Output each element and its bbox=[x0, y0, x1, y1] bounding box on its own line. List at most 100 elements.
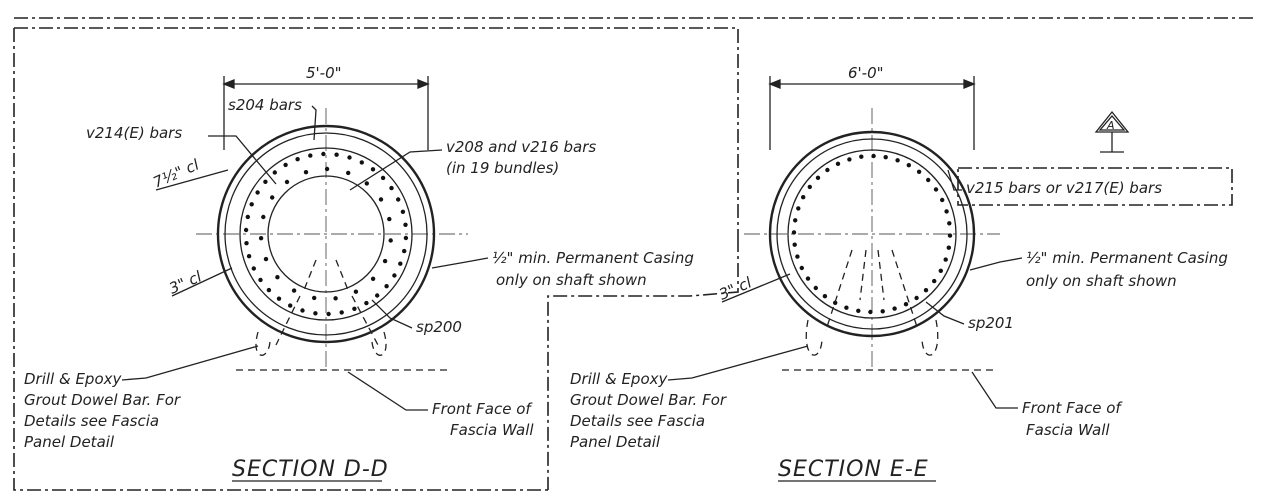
section-d-bundle-bar bbox=[353, 289, 359, 294]
section-e-shaft bbox=[744, 108, 1000, 368]
section-e-bar bbox=[795, 254, 800, 259]
svg-text:Fascia Wall: Fascia Wall bbox=[450, 421, 534, 439]
section-e-diameter-label: 6'-0" bbox=[848, 64, 884, 82]
section-d-dowel-hook-right bbox=[371, 331, 387, 356]
section-e-bar bbox=[796, 206, 801, 211]
section-e-bar bbox=[871, 153, 876, 159]
section-d-bar bbox=[370, 167, 376, 172]
section-e-bar bbox=[807, 184, 812, 190]
section-d-casing-label-1: ½" min. Permanent Casing bbox=[492, 249, 694, 267]
section-d-bundle-bar bbox=[388, 238, 393, 243]
section-d-casing-label-2: only on shaft shown bbox=[496, 271, 647, 289]
section-e-bar bbox=[813, 285, 818, 291]
section-d-bundle-bar bbox=[346, 170, 351, 176]
section-d-bars-inner bbox=[258, 166, 393, 301]
section-d-bar bbox=[251, 266, 256, 271]
section-e-bar bbox=[792, 242, 797, 247]
section-e-bar bbox=[825, 167, 830, 173]
section-d-bundle-bar bbox=[364, 181, 369, 186]
section-d-bar bbox=[255, 190, 260, 195]
section-d-bundle-bar bbox=[378, 197, 384, 202]
section-d-bar bbox=[313, 311, 318, 316]
section-d-casing-inner bbox=[224, 132, 428, 336]
section-d-bundle-bar bbox=[258, 236, 264, 241]
section-d-bar bbox=[308, 153, 313, 158]
section-e-bar bbox=[799, 265, 804, 271]
section-e-dowel-hook-left bbox=[805, 319, 823, 356]
section-d-bar bbox=[272, 170, 277, 175]
section-d-bar bbox=[266, 287, 272, 293]
section-d-diameter-label: 5'-0" bbox=[306, 64, 342, 82]
section-d-boundary bbox=[13, 27, 739, 491]
section-d-bundle-bar bbox=[263, 256, 269, 262]
section-d-spiral-leader bbox=[371, 299, 413, 329]
section-d-s-bars-label: s204 bars bbox=[228, 96, 302, 114]
section-d-bar bbox=[276, 296, 282, 301]
section-d-bar bbox=[403, 235, 409, 241]
section-d-bar bbox=[392, 273, 397, 278]
svg-text:Details see Fascia: Details see Fascia bbox=[24, 412, 159, 430]
section-e-bar bbox=[822, 294, 828, 299]
section-d-bars-outer bbox=[243, 151, 409, 317]
section-d-bundle-bar bbox=[261, 214, 266, 220]
section-e-dowel-hook-right bbox=[921, 319, 939, 356]
section-d-bar bbox=[258, 277, 263, 283]
section-e-bar bbox=[944, 209, 949, 214]
section-d-bar bbox=[359, 160, 364, 165]
section-e-v-bars-leader bbox=[947, 169, 962, 191]
section-d-bar bbox=[263, 179, 268, 184]
section-d-v-e-bars-leader bbox=[208, 135, 277, 185]
section-d-spiral-label: sp200 bbox=[416, 318, 462, 336]
section-e-bar bbox=[801, 195, 806, 200]
section-d-front-face-note: Front Face of Fascia Wall bbox=[432, 400, 534, 439]
section-d-bundle-bar bbox=[270, 195, 275, 200]
section-e-casing-inner bbox=[776, 138, 968, 330]
section-d-bar bbox=[288, 303, 293, 308]
section-d-dowel-hook-left bbox=[255, 331, 271, 356]
section-d-bar bbox=[334, 152, 339, 157]
section-d-bundle-bar bbox=[382, 258, 388, 264]
section-e-front-face-note: Front Face of Fascia Wall bbox=[1022, 399, 1123, 439]
section-d-bundle-bar bbox=[291, 288, 297, 293]
svg-text:Grout Dowel Bar. For: Grout Dowel Bar. For bbox=[24, 391, 181, 409]
section-d-bar bbox=[244, 241, 249, 246]
section-d-bar bbox=[246, 254, 252, 259]
section-d-dowel-left bbox=[275, 295, 301, 346]
section-d-clear-top: 7½" cl bbox=[150, 155, 202, 191]
section-d-spiral-inner bbox=[267, 175, 385, 293]
section-e-bar bbox=[946, 245, 951, 250]
section-e-bar bbox=[903, 302, 909, 307]
section-e-bar bbox=[844, 305, 849, 310]
section-e-v-bars-label: v215 bars or v217(E) bars bbox=[966, 179, 1162, 197]
section-d-casing-outer bbox=[216, 124, 436, 344]
section-e-bar bbox=[947, 221, 952, 226]
svg-text:Fascia Wall: Fascia Wall bbox=[1026, 421, 1110, 439]
revision-callout-box bbox=[957, 167, 1233, 206]
section-d-shaft bbox=[196, 108, 468, 368]
section-d-bar bbox=[364, 300, 369, 306]
section-e-front-face-leader bbox=[971, 371, 1018, 409]
section-e-bar bbox=[923, 288, 929, 293]
section-e-bar bbox=[868, 309, 873, 315]
section-e-casing-label-2: only on shaft shown bbox=[1026, 272, 1177, 290]
section-d-s-bars-leader bbox=[311, 105, 317, 141]
section-e-clear-bottom-leader bbox=[721, 273, 791, 303]
section-e-bar bbox=[947, 233, 953, 238]
section-e-clear-bottom: 3" cl bbox=[716, 273, 755, 303]
section-e-bar bbox=[793, 218, 798, 223]
section-d-bar bbox=[352, 306, 357, 311]
section-d-bar bbox=[245, 214, 250, 220]
section-d-v-bars-leader bbox=[349, 149, 443, 191]
section-e-bar bbox=[847, 157, 852, 162]
svg-text:Drill & Epoxy: Drill & Epoxy bbox=[570, 370, 669, 388]
section-d-bar bbox=[339, 310, 344, 315]
section-d-bar bbox=[396, 197, 401, 202]
section-e-spiral bbox=[787, 149, 957, 319]
section-d-v-e-bars-label: v214(E) bars bbox=[86, 124, 182, 142]
svg-text:Drill & Epoxy: Drill & Epoxy bbox=[24, 370, 123, 388]
section-e-bar bbox=[892, 306, 897, 311]
section-e-bar bbox=[833, 300, 838, 305]
section-d-title: SECTION D-D bbox=[232, 457, 389, 482]
section-d-diameter-dimension: 5'-0" bbox=[222, 64, 430, 150]
